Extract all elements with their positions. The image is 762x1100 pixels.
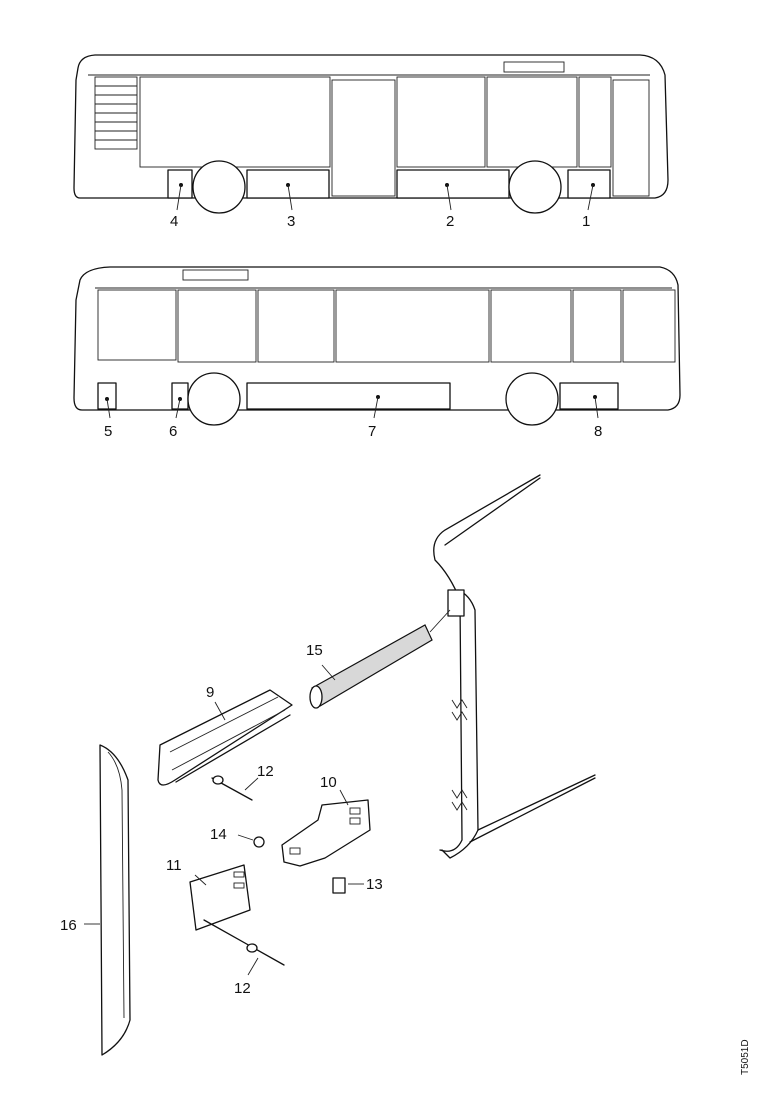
callout-9: 9 xyxy=(206,684,214,701)
callout-4: 4 xyxy=(170,213,178,230)
callout-15: 15 xyxy=(306,642,323,659)
callout-6: 6 xyxy=(169,423,177,440)
callout-13: 13 xyxy=(366,876,383,893)
skirt-panel-6 xyxy=(171,382,189,410)
part-12-screw-lower: 12 xyxy=(203,919,285,997)
part-11-plate: 11 xyxy=(166,857,251,931)
part-16-skirt-panel: 16 xyxy=(60,744,131,1056)
body-pillar xyxy=(433,474,596,859)
callout-5: 5 xyxy=(104,423,112,440)
drawing-reference: T5051D xyxy=(740,1039,751,1075)
exploded-view: 15 9 12 10 xyxy=(60,474,596,1056)
part-14-nut: 14 xyxy=(210,826,265,848)
part-10-clamp-bracket: 10 xyxy=(281,774,371,867)
part-9-mounting-rail: 9 xyxy=(157,684,293,786)
callout-2: 2 xyxy=(446,213,454,230)
bus-grille xyxy=(94,76,138,150)
callout-10: 10 xyxy=(320,774,337,791)
skirt-panel-7 xyxy=(246,382,451,410)
callout-14: 14 xyxy=(210,826,227,843)
callout-7: 7 xyxy=(368,423,376,440)
part-12-screw-upper: 12 xyxy=(211,763,274,801)
skirt-panel-1 xyxy=(567,169,611,199)
callout-1: 1 xyxy=(582,213,590,230)
part-15-bracket-bar: 15 xyxy=(306,609,451,709)
skirt-panel-8 xyxy=(559,382,619,410)
callout-12-upper: 12 xyxy=(257,763,274,780)
callout-11: 11 xyxy=(166,857,182,874)
callout-3: 3 xyxy=(287,213,295,230)
wheel-rear xyxy=(508,160,562,214)
skirt-panel-5 xyxy=(97,382,117,410)
bus-side-view-2: 5 6 7 8 xyxy=(73,266,681,440)
wheel-front xyxy=(192,160,246,214)
callout-12-lower: 12 xyxy=(234,980,251,997)
part-13-clip: 13 xyxy=(332,876,383,894)
callout-16: 16 xyxy=(60,917,77,934)
callout-8: 8 xyxy=(594,423,602,440)
bus-side-view-1: 4 3 2 1 xyxy=(73,54,669,230)
skirt-panel-2 xyxy=(396,169,510,199)
